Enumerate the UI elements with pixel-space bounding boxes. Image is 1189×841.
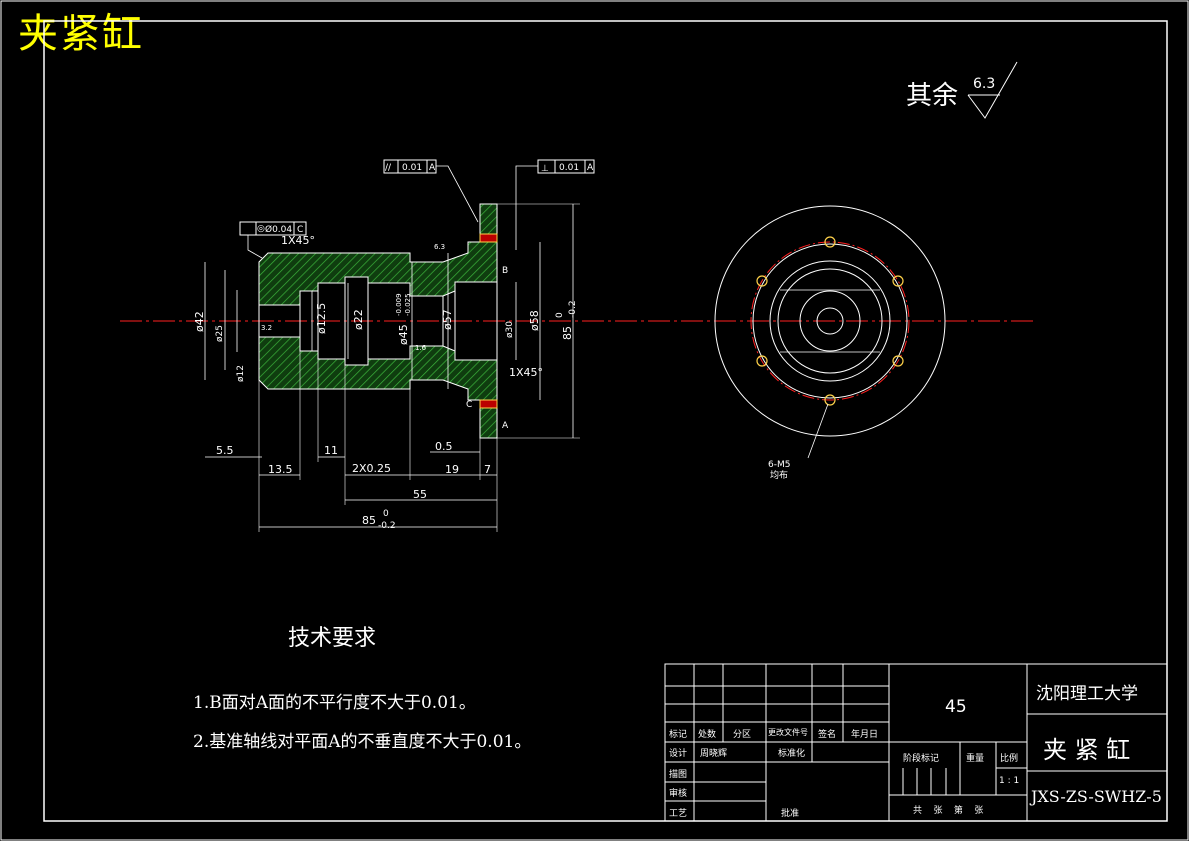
dim-85: 85	[362, 514, 376, 527]
chamfer-top: 1X45°	[281, 234, 315, 247]
dim-d57: ø57	[441, 309, 454, 330]
scale-value: 1 : 1	[999, 776, 1020, 786]
process-label: 工艺	[669, 809, 688, 819]
gdt-c-tol: Ø0.04	[265, 224, 292, 235]
rough-a: 6.3	[434, 243, 445, 251]
part-name: 夹 紧 缸	[1043, 736, 1131, 764]
title-block-grid	[664, 663, 1168, 822]
gdt-perp-tol: 0.01	[559, 163, 579, 173]
datum-b: B	[502, 266, 508, 276]
designer: 周晓辉	[700, 749, 728, 759]
std-label: 标准化	[778, 749, 806, 759]
dim-d58: ø58	[528, 310, 541, 331]
dim-19: 19	[445, 463, 459, 476]
tech-requirement-2: 2.基准轴线对平面A的不垂直度不大于0.01。	[193, 732, 532, 752]
roughness-value: 6.3	[973, 76, 995, 92]
draw-label: 描图	[669, 770, 688, 780]
chamfer-right: 1X45°	[509, 366, 543, 379]
rough-b: 1.6	[415, 344, 427, 352]
section-dimensions: ◎ Ø0.04 C // 0.01 A ⊥ 0.01 A 1X45° 1X45°…	[193, 163, 594, 531]
dim-13-5: 13.5	[268, 463, 293, 476]
hdr-sign: 签名	[818, 730, 837, 740]
dim-d45-low: -0.025	[404, 293, 412, 316]
section-view	[204, 159, 595, 532]
sheets-label: 共 张 第 张	[913, 806, 984, 816]
check-label: 审核	[669, 789, 688, 799]
weight-label: 重量	[966, 754, 985, 764]
dim-d12: ø12	[236, 365, 246, 382]
material: 45	[945, 697, 967, 717]
dim-55: 55	[413, 488, 427, 501]
drawing-number: JXS-ZS-SWHZ-5	[1031, 787, 1162, 806]
gdt-par-tol: 0.01	[402, 163, 422, 173]
dim-85-low: -0.2	[378, 521, 396, 531]
dim-d45: ø45	[397, 324, 410, 345]
scale-label: 比例	[1000, 754, 1019, 764]
hdr-mark: 标记	[669, 730, 688, 740]
inner-border	[43, 20, 1168, 822]
design-label: 设计	[669, 749, 688, 759]
hdr-change-doc: 更改文件号	[768, 728, 808, 737]
dim-5-5: 5.5	[216, 444, 234, 457]
holes-spec: 6-M5	[768, 460, 790, 470]
dim-11: 11	[324, 444, 338, 457]
datum-c: C	[466, 400, 472, 410]
gdt-par-sym: //	[385, 163, 392, 173]
dim-d42: ø42	[193, 311, 206, 332]
roughness-general: 其余 6.3	[906, 61, 1018, 119]
stage-label: 阶段标记	[903, 754, 940, 764]
dim-7: 7	[484, 463, 491, 476]
dim-85-up: 0	[383, 509, 389, 519]
dim-d125: ø12.5	[315, 303, 328, 334]
hdr-date: 年月日	[851, 730, 879, 740]
gdt-perp-datum: A	[587, 163, 594, 173]
hdr-zone: 分区	[733, 730, 752, 740]
gdt-par-datum: A	[429, 163, 436, 173]
dim-d45-up: -0.009	[395, 293, 403, 316]
holes-sub: 均布	[770, 469, 788, 481]
dim-0-5: 0.5	[435, 440, 453, 453]
end-view: 6-M5 均布	[714, 205, 946, 481]
rough-c: 3.2	[261, 324, 272, 332]
hdr-count: 处数	[698, 730, 717, 740]
approve-label: 批准	[781, 809, 800, 819]
gdt-c-sym: ◎	[257, 224, 265, 234]
datum-a: A	[502, 421, 509, 431]
school-name: 沈阳理工大学	[1036, 684, 1138, 704]
roughness-label: 其余	[906, 81, 958, 111]
dim-d85: 85	[561, 326, 574, 340]
dim-2x0-25: 2X0.25	[352, 462, 391, 475]
dim-d22: ø22	[352, 309, 365, 330]
dim-d25: ø25	[215, 325, 225, 342]
tech-requirement-1: 1.B面对A面的不平行度不大于0.01。	[193, 693, 476, 713]
tech-requirements-heading: 技术要求	[288, 626, 377, 651]
dim-d85-up: 0	[555, 312, 565, 318]
gdt-c-datum: C	[297, 225, 303, 235]
dim-d85-low: -0.2	[568, 300, 578, 318]
gdt-perp-sym: ⊥	[541, 164, 549, 174]
dim-d30: ø30	[505, 321, 515, 338]
